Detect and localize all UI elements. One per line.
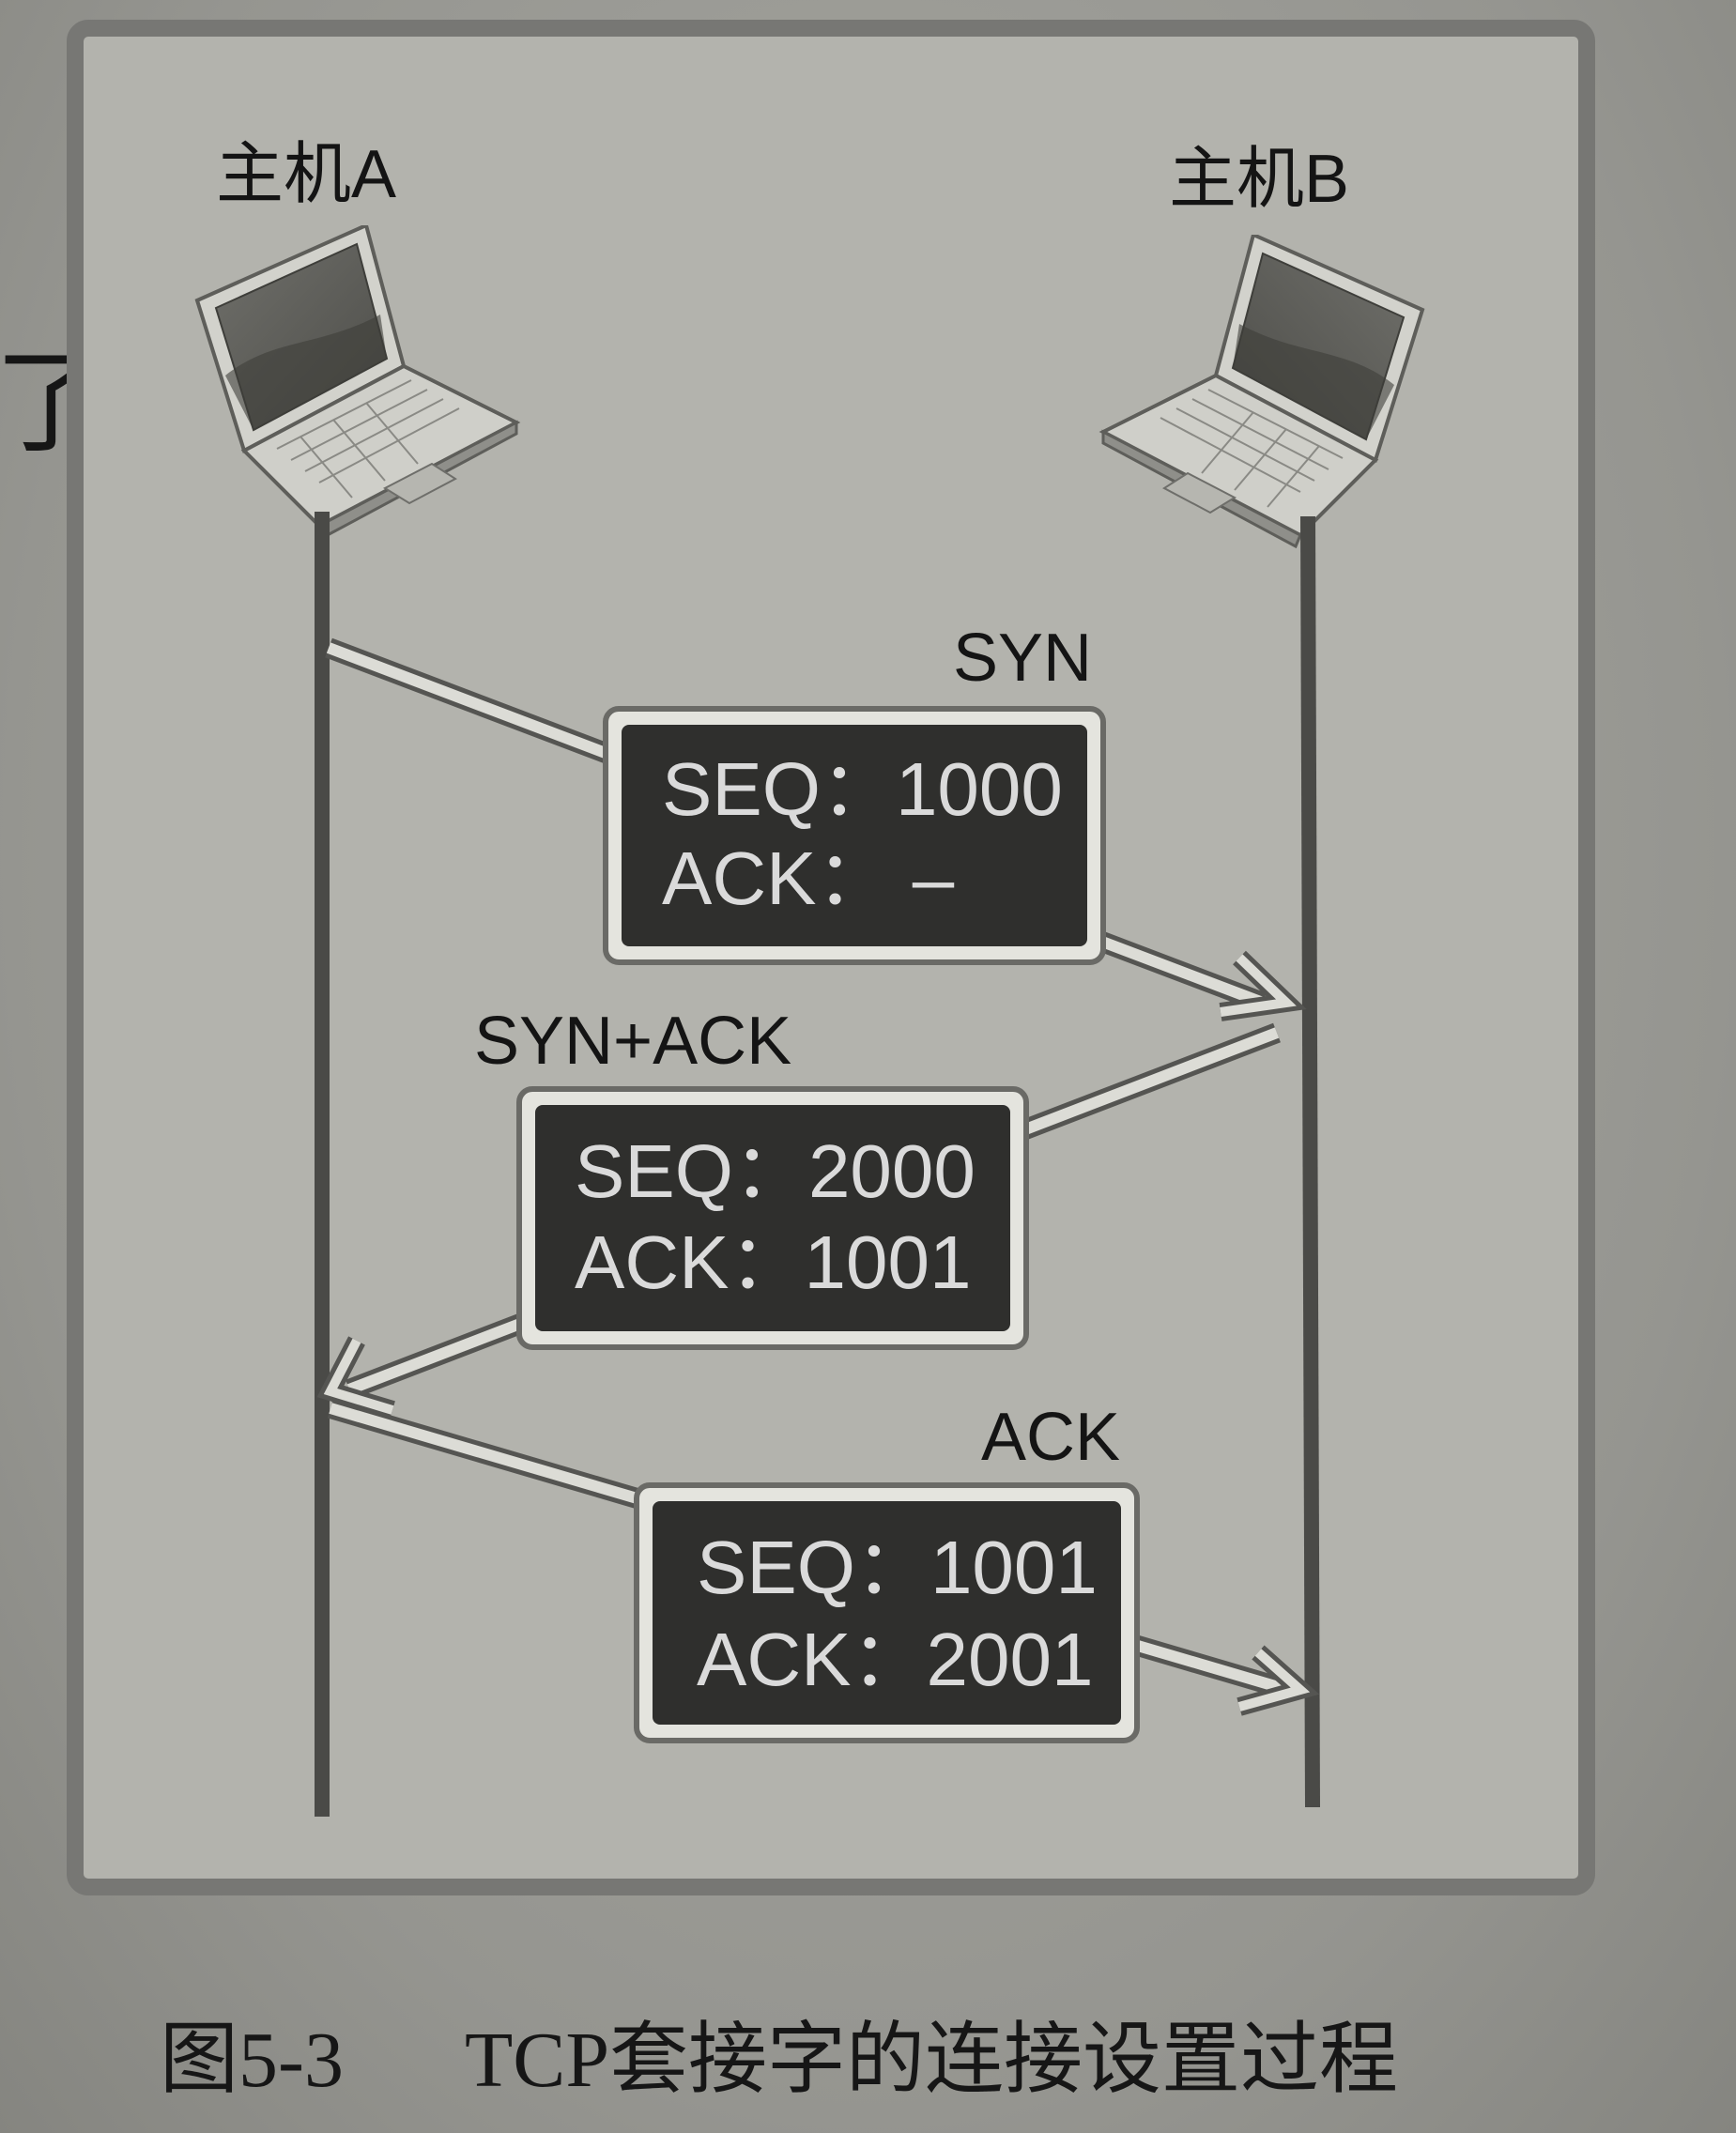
syn-ack-message-label: SYN+ACK bbox=[474, 1004, 791, 1079]
ack-packet-box bbox=[634, 1482, 1140, 1743]
syn-ack-seq-field: SEQ：2000 bbox=[575, 1129, 976, 1213]
host-b-lifeline bbox=[1300, 515, 1320, 1808]
syn-ack-packet-box bbox=[516, 1086, 1029, 1350]
ack-message-label: ACK bbox=[981, 1400, 1120, 1475]
host-b-label: 主机B bbox=[1169, 142, 1349, 217]
ack-ack-field: ACK：2001 bbox=[697, 1618, 1093, 1701]
figure-number: 图5-3 bbox=[160, 2017, 344, 2104]
syn-ack-field: ACK： – bbox=[662, 836, 955, 920]
host-a-label: 主机A bbox=[216, 137, 396, 212]
syn-packet-box bbox=[603, 706, 1106, 965]
syn-message-label: SYN bbox=[953, 621, 1092, 696]
ack-seq-field: SEQ：1001 bbox=[697, 1526, 1098, 1609]
syn-seq-field: SEQ：1000 bbox=[662, 747, 1063, 831]
syn-ack-ack-field: ACK：1001 bbox=[575, 1220, 971, 1304]
figure-title: TCP套接字的连接设置过程 bbox=[465, 2017, 1398, 2104]
